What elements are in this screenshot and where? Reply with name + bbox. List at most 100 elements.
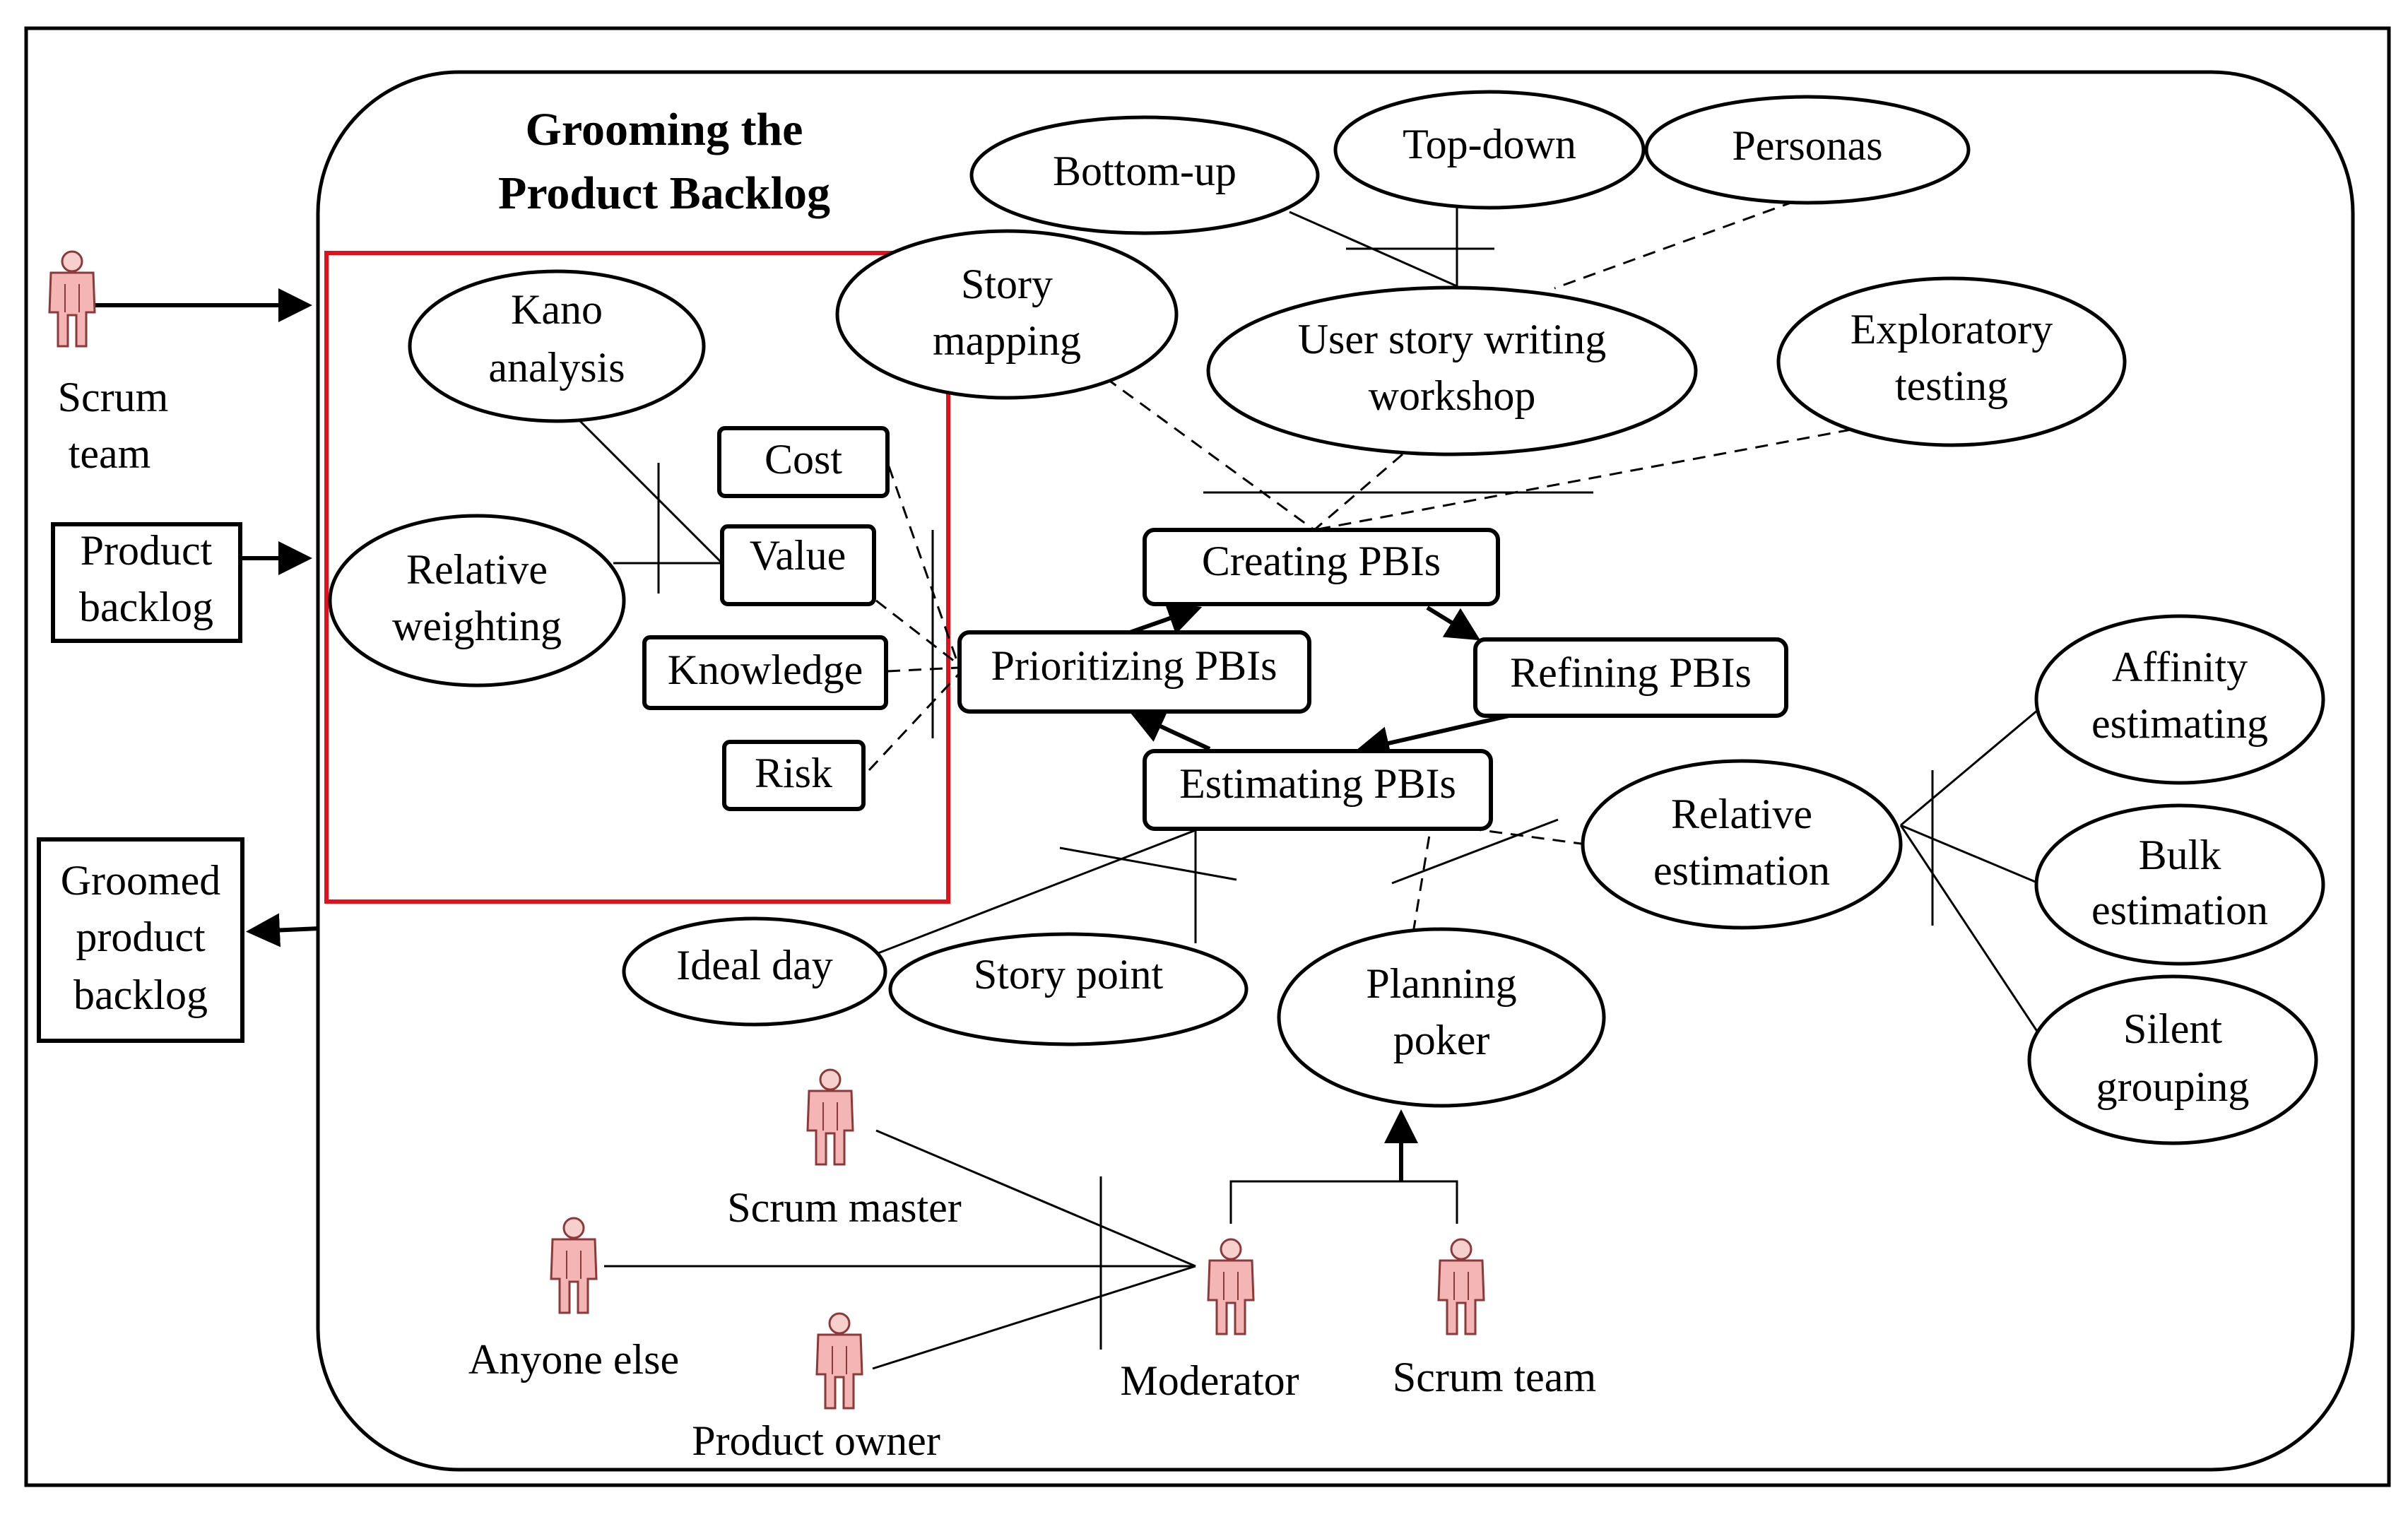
refining-to-estimating-arrow bbox=[1355, 713, 1513, 760]
risk-box bbox=[722, 740, 866, 811]
storymap-creating-link bbox=[1105, 377, 1315, 531]
story-mapping-label-1: Story bbox=[961, 261, 1053, 307]
moderator-actor bbox=[1207, 1238, 1255, 1335]
anyone-else-actor bbox=[550, 1217, 598, 1314]
personas-label: Personas bbox=[1732, 122, 1882, 169]
product-backlog-label-1: Product bbox=[81, 527, 213, 574]
cost-label: Cost bbox=[765, 436, 842, 483]
groomed-output-arrow bbox=[246, 913, 320, 948]
master-moderator-link bbox=[875, 1129, 1196, 1268]
product-owner-label: Product owner bbox=[692, 1417, 940, 1464]
poker-estimating-link bbox=[1412, 826, 1432, 933]
value-prioritizing-link bbox=[875, 599, 959, 666]
groomed-backlog-label-1: Groomed bbox=[61, 857, 221, 904]
groomed-backlog-box bbox=[37, 837, 244, 1043]
prioritizing-pbis-box bbox=[957, 630, 1311, 714]
product-backlog-label-2: backlog bbox=[79, 584, 213, 630]
creating-pbis-box bbox=[1143, 528, 1500, 606]
owner-moderator-link bbox=[872, 1265, 1196, 1370]
exploratory-creating-link bbox=[1314, 428, 1852, 531]
risk-prioritizing-link bbox=[868, 673, 960, 772]
estimating-pbis-label: Estimating PBIs bbox=[1179, 760, 1456, 807]
value-label: Value bbox=[750, 532, 846, 579]
product-backlog-box bbox=[51, 522, 242, 643]
ideal-day-node bbox=[622, 916, 887, 1027]
moderator-team-bracket bbox=[1229, 1180, 1458, 1224]
exploratory-testing-node bbox=[1776, 276, 2127, 447]
groomed-backlog-label-2: product bbox=[76, 914, 206, 960]
cost-prioritizing-link bbox=[887, 466, 960, 665]
personas-node bbox=[1644, 95, 1971, 205]
exploratory-testing-label-2: testing bbox=[1895, 362, 2008, 409]
user-story-workshop-label-2: workshop bbox=[1369, 372, 1536, 419]
story-point-label: Story point bbox=[974, 951, 1164, 998]
top-down-label: Top-down bbox=[1403, 121, 1576, 167]
planning-poker-label-1: Planning bbox=[1366, 960, 1516, 1007]
knowledge-prioritizing-link bbox=[887, 666, 959, 673]
scrum-master-label: Scrum master bbox=[727, 1184, 962, 1231]
value-box bbox=[720, 524, 876, 606]
prioritizing-pbis-label: Prioritizing PBIs bbox=[991, 642, 1277, 689]
relative-weighting-label-2: weighting bbox=[392, 603, 562, 649]
top-down-node bbox=[1333, 90, 1646, 210]
outer-frame bbox=[24, 26, 2391, 1487]
kano-value-link bbox=[578, 419, 722, 563]
diagram-title-line2: Product Backlog bbox=[498, 167, 830, 219]
silent-grouping-node bbox=[2027, 974, 2318, 1145]
bulk-estimation-label-1: Bulk bbox=[2139, 832, 2221, 878]
estimating-pbis-box bbox=[1143, 749, 1493, 831]
planning-poker-node bbox=[1277, 927, 1606, 1108]
bottom-up-label: Bottom-up bbox=[1053, 148, 1237, 194]
knowledge-label: Knowledge bbox=[668, 647, 863, 693]
estimation-tick-2 bbox=[1391, 818, 1559, 885]
user-story-workshop-label-1: User story writing bbox=[1298, 316, 1607, 362]
workshop-creating-link bbox=[1314, 453, 1403, 531]
refining-pbis-label: Refining PBIs bbox=[1510, 649, 1752, 696]
creating-pbis-label: Creating PBIs bbox=[1202, 538, 1441, 584]
scrum-team-input-label-2: team bbox=[69, 430, 151, 477]
groomed-backlog-label-3: backlog bbox=[73, 972, 208, 1018]
scrum-team-input-label-1: Scrum bbox=[58, 374, 169, 420]
affinity-estimating-label-1: Affinity bbox=[2112, 644, 2248, 690]
user-story-workshop-node bbox=[1206, 285, 1698, 456]
knowledge-box bbox=[642, 635, 888, 710]
diagram-title-line1: Grooming the bbox=[526, 104, 803, 155]
idealday-estimating-link bbox=[872, 829, 1196, 957]
silent-relative-link bbox=[1899, 825, 2043, 1039]
cost-box bbox=[717, 426, 890, 498]
relative-weighting-label-1: Relative bbox=[406, 546, 548, 593]
bulk-relative-link bbox=[1900, 824, 2043, 886]
creating-to-refining-arrow bbox=[1426, 606, 1481, 641]
scrum-team-label: Scrum team bbox=[1393, 1354, 1596, 1400]
relative-estimation-node bbox=[1581, 759, 1903, 930]
silent-grouping-label-1: Silent bbox=[2123, 1005, 2222, 1052]
relative-weighting-node bbox=[328, 514, 626, 687]
kano-analysis-node bbox=[408, 269, 706, 423]
bulk-estimation-node bbox=[2034, 803, 2325, 966]
bottom-up-node bbox=[969, 115, 1320, 235]
affinity-estimating-label-2: estimating bbox=[2091, 700, 2268, 747]
estimating-to-prioritizing-arrow bbox=[1130, 711, 1211, 751]
anyone-else-label: Anyone else bbox=[468, 1336, 679, 1383]
risk-label: Risk bbox=[755, 750, 832, 796]
affinity-estimating-node bbox=[2034, 614, 2325, 785]
story-point-node bbox=[888, 932, 1249, 1046]
product-owner-actor bbox=[815, 1312, 863, 1410]
relative-estimation-label-2: estimation bbox=[1653, 847, 1830, 894]
exploratory-testing-label-1: Exploratory bbox=[1851, 306, 2053, 353]
story-mapping-node bbox=[835, 229, 1179, 400]
refining-pbis-box bbox=[1473, 637, 1788, 718]
estimation-tick bbox=[1059, 846, 1237, 881]
scrum-master-actor bbox=[806, 1068, 854, 1166]
process-boundary bbox=[316, 70, 2355, 1472]
scrum-team-actor bbox=[1437, 1238, 1485, 1335]
relative-estimation-label-1: Relative bbox=[1671, 791, 1812, 837]
story-mapping-label-2: mapping bbox=[933, 317, 1081, 364]
personas-workshop-link bbox=[1554, 200, 1795, 290]
scrum-team-input-actor bbox=[48, 250, 96, 348]
kano-analysis-label-2: analysis bbox=[488, 344, 625, 391]
planning-poker-label-2: poker bbox=[1393, 1017, 1490, 1063]
silent-grouping-label-2: grouping bbox=[2096, 1063, 2250, 1110]
affinity-relative-link bbox=[1900, 705, 2043, 827]
